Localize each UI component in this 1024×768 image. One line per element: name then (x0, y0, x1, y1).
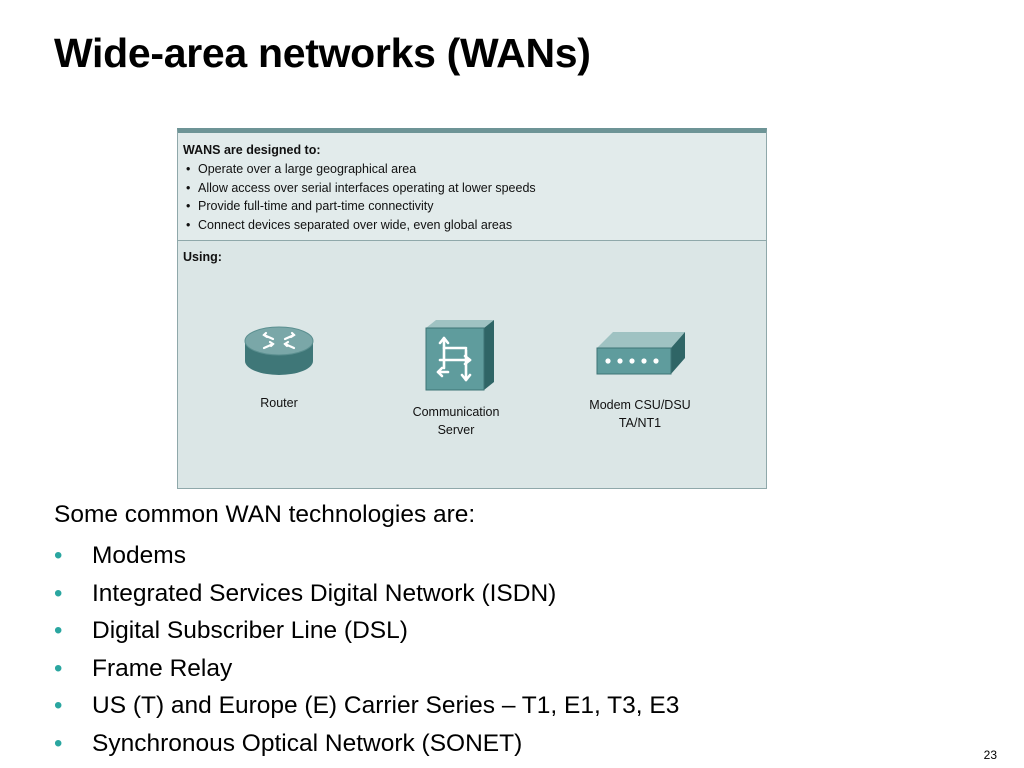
page-number: 23 (983, 748, 997, 762)
goals-list: Operate over a large geographical area A… (183, 160, 766, 234)
list-item: • Integrated Services Digital Network (IS… (54, 575, 679, 613)
slide-title: Wide-area networks (WANs) (54, 30, 591, 76)
list-item-text: US (T) and Europe (E) Carrier Series – T… (92, 692, 680, 719)
goal-item: Operate over a large geographical area (183, 160, 766, 179)
router-icon (244, 326, 314, 375)
list-item-text: Digital Subscriber Line (DSL) (92, 617, 408, 644)
modem-caption-line-2: TA/NT1 (618, 416, 662, 430)
goal-item: Allow access over serial interfaces oper… (183, 179, 766, 198)
goals-panel: WANS are designed to: Operate over a lar… (178, 133, 766, 241)
modem-device: Modem CSU/DSU TA/NT1 (570, 328, 710, 432)
bullet-icon: • (54, 729, 63, 757)
list-item-text: Synchronous Optical Network (SONET) (92, 729, 523, 757)
modem-icon (596, 332, 685, 375)
using-label: Using: (183, 250, 222, 264)
goal-item: Provide full-time and part-time connecti… (183, 197, 766, 216)
technologies-intro: Some common WAN technologies are: (54, 501, 476, 528)
technologies-list: • Modems • Integrated Services Digital Net… (54, 537, 679, 762)
list-item: • Digital Subscriber Line (DSL) (54, 612, 679, 650)
list-item: • US (T) and Europe (E) Carrier Series – … (54, 687, 679, 725)
bullet-icon: • (54, 579, 63, 607)
goal-item: Connect devices separated over wide, eve… (183, 216, 766, 235)
server-caption-line-2: Server (437, 423, 475, 437)
bullet-icon: • (54, 654, 63, 682)
list-item: • Modems (54, 537, 679, 575)
modem-caption-line-1: Modem CSU/DSU (589, 398, 691, 412)
router-caption: Router (260, 396, 298, 410)
communication-server-icon (425, 320, 494, 391)
list-item: • Synchronous Optical Network (SONET) (54, 725, 679, 763)
communication-server-device: Communication Server (396, 318, 516, 439)
goals-heading: WANS are designed to: (183, 143, 321, 157)
list-item-text: Modems (92, 542, 186, 569)
list-item: • Frame Relay (54, 650, 679, 688)
bullet-icon: • (54, 542, 63, 569)
router-device: Router (234, 323, 324, 412)
bullet-icon: • (54, 617, 63, 644)
server-caption-line-1: Communication (412, 405, 500, 419)
list-item-text: Integrated Services Digital Network (ISD… (92, 579, 557, 607)
bullet-icon: • (54, 692, 63, 719)
list-item-text: Frame Relay (92, 654, 233, 682)
wan-diagram: WANS are designed to: Operate over a lar… (177, 128, 767, 489)
